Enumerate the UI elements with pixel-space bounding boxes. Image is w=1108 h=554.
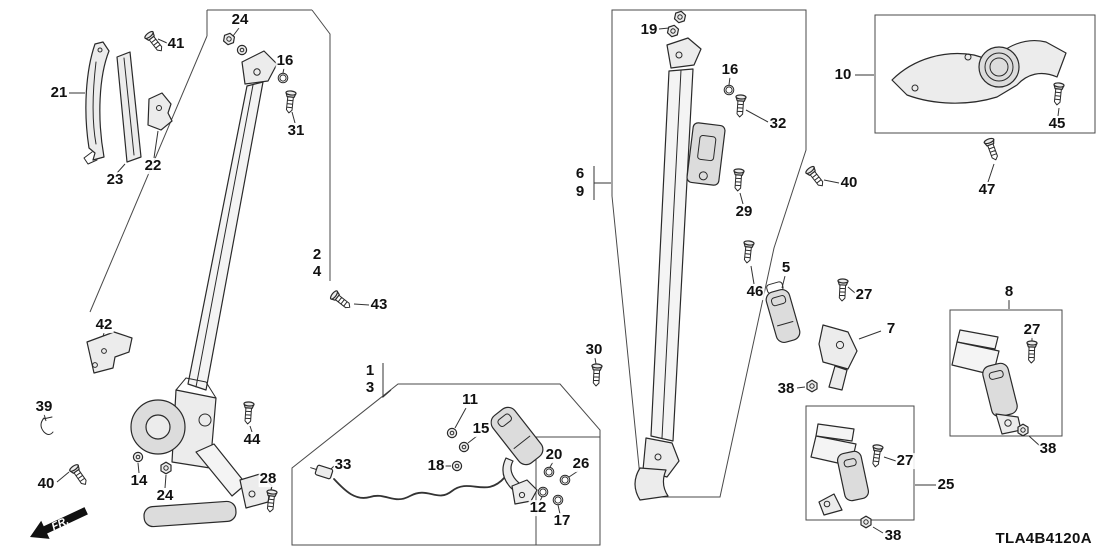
ring-12-icon bbox=[537, 486, 549, 498]
bolt-31-icon bbox=[283, 89, 297, 115]
part-callout-32: 32 bbox=[768, 115, 788, 133]
part-callout-33: 33 bbox=[333, 456, 353, 474]
nut-19-b-icon bbox=[666, 23, 680, 39]
part-callout-22: 22 bbox=[143, 157, 163, 175]
part-callout-31: 31 bbox=[286, 122, 306, 140]
diagram-code: TLA4B4120A bbox=[995, 530, 1092, 547]
bolt-45-icon bbox=[1051, 81, 1065, 107]
part-callout-27: 27 bbox=[854, 286, 874, 304]
bolt-44-icon bbox=[242, 401, 255, 425]
right-seatbelt-assembly bbox=[634, 37, 726, 501]
part-callout-41: 41 bbox=[166, 35, 186, 53]
buckle-harness-assembly bbox=[310, 406, 544, 505]
rear-retractor-assembly bbox=[891, 40, 1067, 104]
nut-19-a-icon bbox=[673, 9, 687, 25]
washer-14-icon bbox=[132, 451, 144, 463]
part-callout-16: 16 bbox=[275, 52, 295, 70]
part-callout-11: 11 bbox=[461, 391, 479, 409]
part-callout-23: 23 bbox=[105, 171, 125, 189]
part-callout-20: 20 bbox=[544, 446, 564, 464]
nut-38-b-icon bbox=[1017, 423, 1029, 437]
part-callout-44: 44 bbox=[242, 431, 262, 449]
ring-26-icon bbox=[559, 474, 571, 486]
nut-38-c-icon bbox=[860, 515, 872, 529]
part-callout-5: 5 bbox=[780, 259, 792, 277]
part-callout-14: 14 bbox=[129, 472, 149, 490]
washer-18-icon bbox=[451, 460, 463, 472]
part-callout-7: 7 bbox=[885, 320, 897, 338]
pillar-garnish-parts bbox=[83, 41, 173, 165]
part-callout-3: 3 bbox=[364, 379, 376, 397]
bracket-42 bbox=[86, 331, 133, 374]
bolt-27-c-icon bbox=[869, 443, 884, 469]
part-callout-6: 6 bbox=[574, 165, 586, 183]
part-callout-12: 12 bbox=[528, 499, 548, 517]
part-callout-29: 29 bbox=[734, 203, 754, 221]
bolt-30-icon bbox=[590, 363, 603, 387]
fr-direction-arrow: FR. bbox=[30, 507, 88, 539]
part-callout-42: 42 bbox=[94, 316, 114, 334]
bolt-46-icon bbox=[741, 239, 755, 265]
part-callout-26: 26 bbox=[571, 455, 591, 473]
part-callout-8: 8 bbox=[1003, 283, 1015, 301]
part-callout-18: 18 bbox=[426, 457, 446, 475]
anchor-7 bbox=[818, 324, 858, 391]
washer-11-icon bbox=[446, 427, 458, 439]
part-callout-2: 2 bbox=[311, 246, 323, 264]
seatbelt-buckle bbox=[490, 406, 544, 466]
part-callout-45: 45 bbox=[1047, 115, 1067, 133]
part-callout-1: 1 bbox=[364, 362, 376, 380]
part-callout-16: 16 bbox=[720, 61, 740, 79]
part-callout-25: 25 bbox=[936, 476, 956, 494]
bolt-27-a-icon bbox=[836, 278, 849, 302]
bolt-40-left-icon bbox=[68, 462, 91, 488]
part-callout-38: 38 bbox=[883, 527, 903, 545]
ring-20-icon bbox=[543, 466, 555, 478]
bolt-47-icon bbox=[983, 136, 1002, 163]
bolt-27-b-icon bbox=[1025, 340, 1038, 364]
part-callout-40: 40 bbox=[839, 174, 859, 192]
part-callout-27: 27 bbox=[895, 452, 915, 470]
ring-16-left-icon bbox=[277, 72, 289, 84]
part-callout-43: 43 bbox=[369, 296, 389, 314]
bolt-32-icon bbox=[734, 94, 747, 118]
part-callout-38: 38 bbox=[776, 380, 796, 398]
ring-16-right-icon bbox=[723, 84, 735, 96]
bolt-40-right-icon bbox=[804, 164, 827, 190]
washer-24-top-icon bbox=[236, 44, 248, 56]
part-callout-9: 9 bbox=[574, 183, 586, 201]
part-callout-38: 38 bbox=[1038, 440, 1058, 458]
part-callout-47: 47 bbox=[977, 181, 997, 199]
part-callout-46: 46 bbox=[745, 283, 765, 301]
part-callout-40: 40 bbox=[36, 475, 56, 493]
leader-lines bbox=[43, 27, 1060, 534]
harness-connector bbox=[310, 464, 334, 480]
part-callout-30: 30 bbox=[584, 341, 604, 359]
nut-24-bottom-icon bbox=[160, 461, 172, 475]
part-callout-24: 24 bbox=[155, 487, 175, 505]
bolt-43-icon bbox=[328, 289, 354, 312]
ring-17-icon bbox=[552, 494, 564, 506]
nut-24-top-icon bbox=[222, 31, 236, 47]
bolt-41-icon bbox=[143, 29, 166, 55]
washer-15-icon bbox=[458, 441, 470, 453]
part-callout-4: 4 bbox=[311, 263, 323, 281]
buckle-5 bbox=[765, 281, 801, 344]
clip-39-icon bbox=[40, 416, 54, 435]
part-callout-19: 19 bbox=[639, 21, 659, 39]
part-callout-10: 10 bbox=[833, 66, 853, 84]
nut-38-a-icon bbox=[806, 379, 818, 393]
part-callout-39: 39 bbox=[34, 398, 54, 416]
part-callout-15: 15 bbox=[471, 420, 491, 438]
part-callout-24: 24 bbox=[230, 11, 250, 29]
part-callout-21: 21 bbox=[49, 84, 69, 102]
part-callout-27: 27 bbox=[1022, 321, 1042, 339]
part-callout-17: 17 bbox=[552, 512, 572, 530]
part-callout-28: 28 bbox=[258, 470, 278, 488]
buckle-assembly-8 bbox=[951, 329, 1022, 435]
bolt-29-icon bbox=[732, 168, 745, 192]
buckle-assembly-25 bbox=[810, 423, 870, 516]
